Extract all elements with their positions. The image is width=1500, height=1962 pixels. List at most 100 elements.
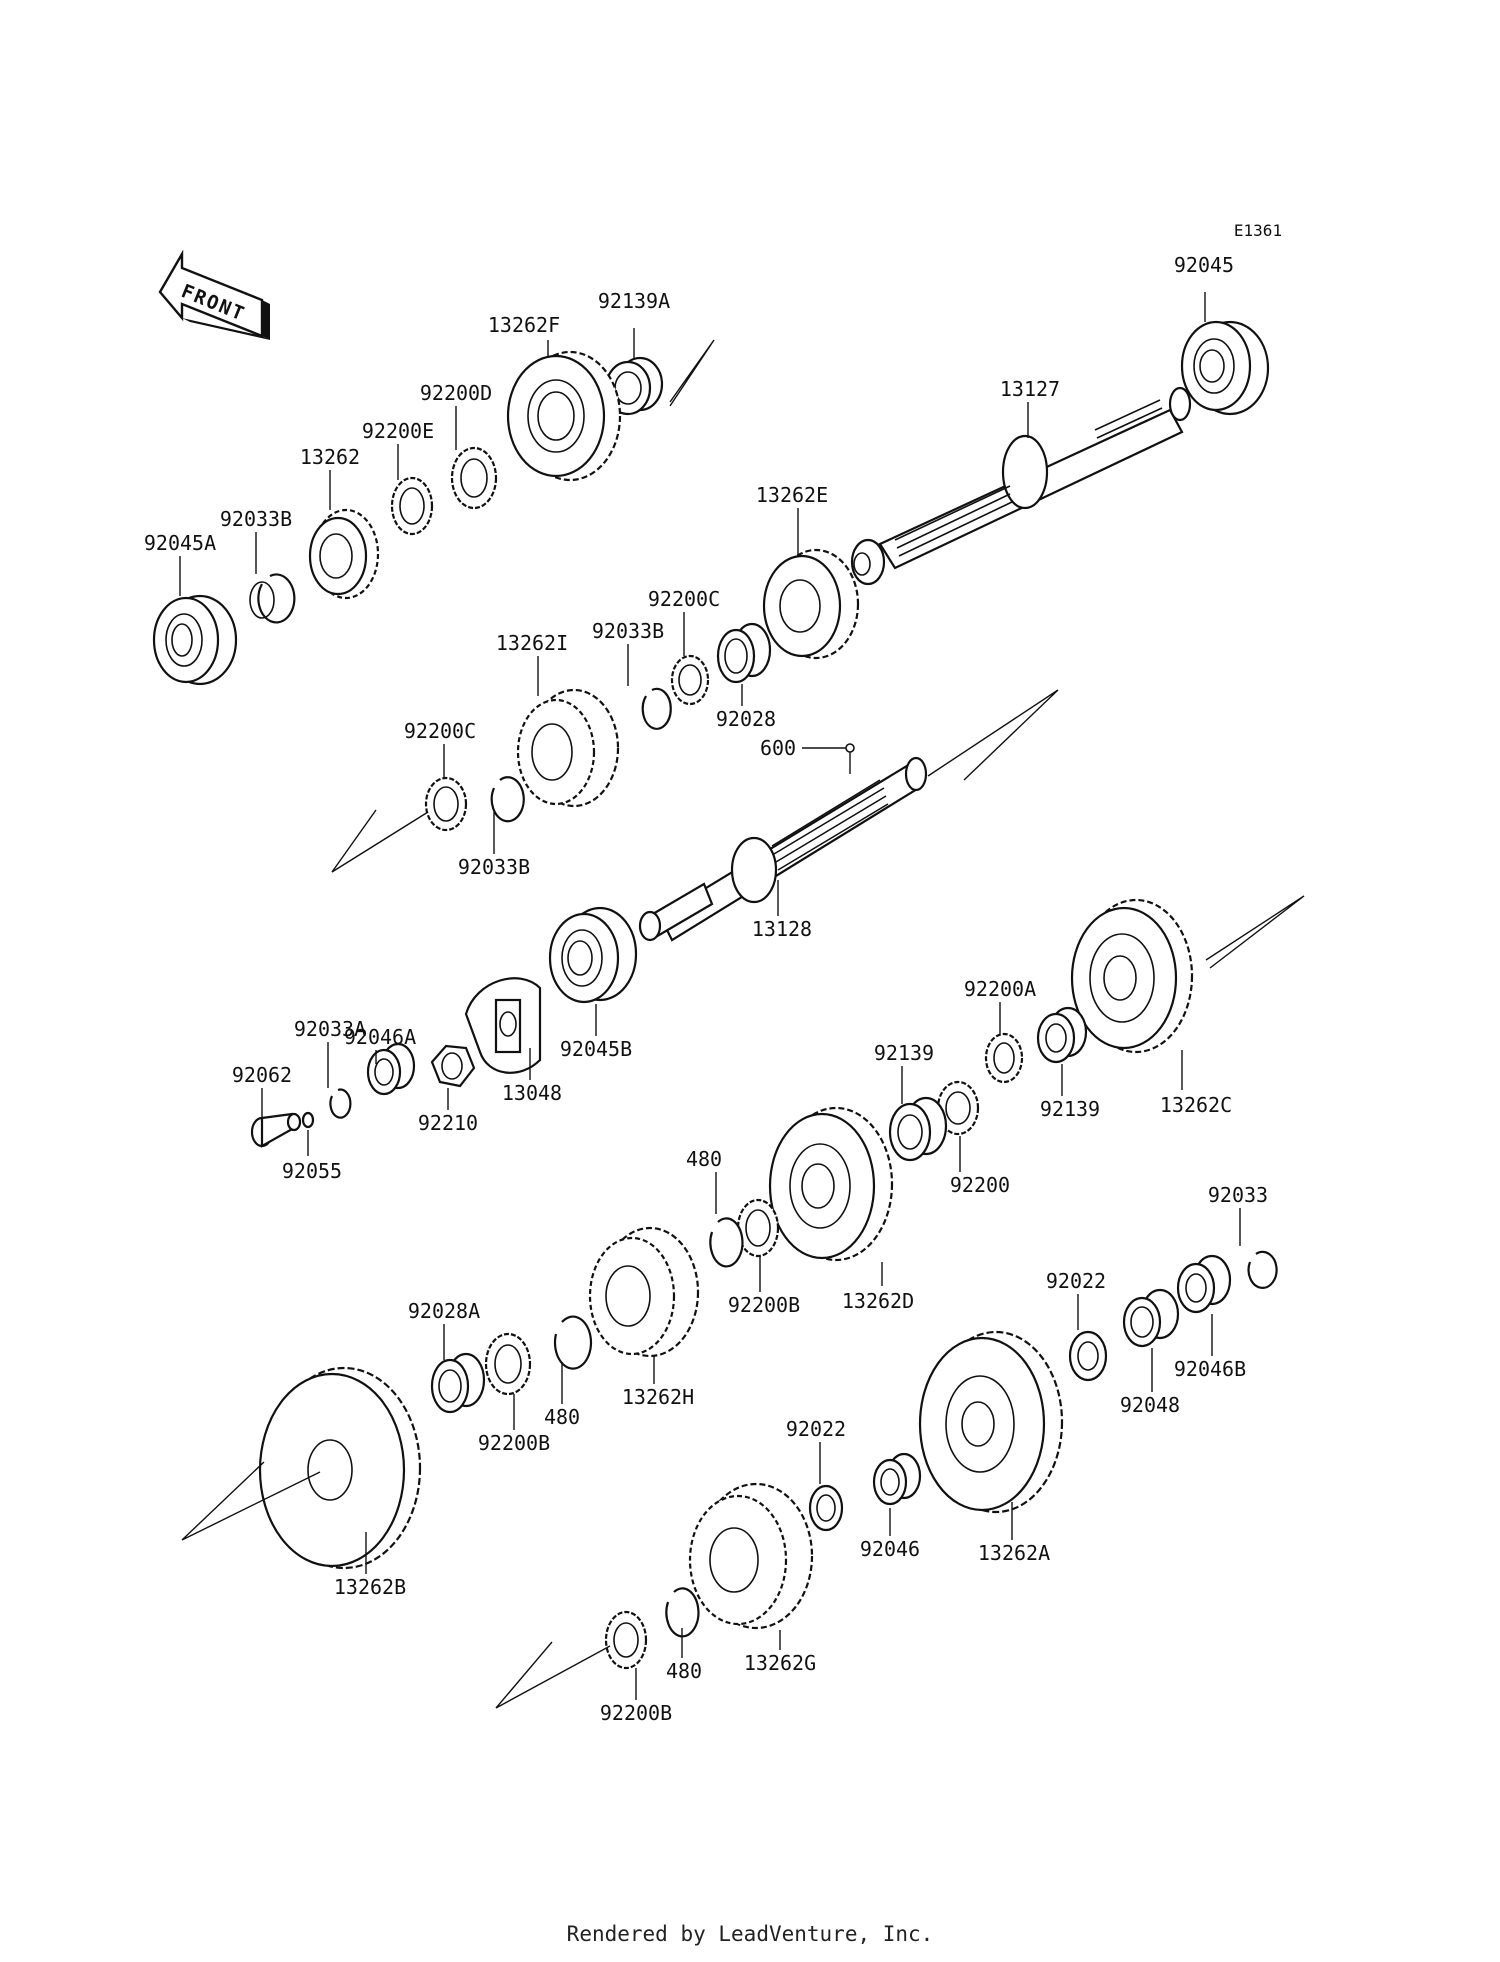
axis-marker-left — [331, 809, 429, 873]
gear-13262E — [762, 548, 860, 660]
label-92045A[interactable]: 92045A — [144, 531, 216, 555]
axis-marker-mid — [927, 689, 1059, 781]
label-92200C-mid[interactable]: 92200C — [648, 587, 720, 611]
label-480-mid[interactable]: 480 — [544, 1405, 580, 1429]
label-92033B-top[interactable]: 92033B — [220, 507, 292, 531]
label-13262A[interactable]: 13262A — [978, 1541, 1050, 1565]
reference-600 — [802, 743, 855, 774]
needle-bearing-92046B — [1176, 1254, 1232, 1314]
needle-bearing-92139-left — [888, 1096, 948, 1162]
label-92200B-top[interactable]: 92200B — [728, 1293, 800, 1317]
washer-92200D — [450, 446, 498, 510]
gear-13262B — [258, 1366, 422, 1570]
label-92028A[interactable]: 92028A — [408, 1299, 480, 1323]
label-92033B-mid[interactable]: 92033B — [592, 619, 664, 643]
label-92028[interactable]: 92028 — [716, 707, 776, 731]
bearing-92045 — [1180, 320, 1270, 416]
label-92139-left[interactable]: 92139 — [874, 1041, 934, 1065]
label-92033B-low[interactable]: 92033B — [458, 855, 530, 879]
label-92046B[interactable]: 92046B — [1174, 1357, 1246, 1381]
label-92062[interactable]: 92062 — [232, 1063, 292, 1087]
gear-13262D — [768, 1106, 894, 1262]
gear-13262F — [506, 350, 622, 482]
circlip-92033A — [329, 1088, 352, 1119]
label-13262G[interactable]: 13262G — [744, 1651, 816, 1675]
washer-92200B-top — [736, 1198, 780, 1258]
o-ring-92055 — [301, 1111, 315, 1129]
footer-credit: Rendered by LeadVenture, Inc. — [566, 1922, 934, 1946]
label-92046[interactable]: 92046 — [860, 1537, 920, 1561]
bearing-92045B — [548, 906, 638, 1004]
gear-13262C — [1070, 898, 1194, 1054]
label-13048[interactable]: 13048 — [502, 1081, 562, 1105]
label-600[interactable]: 600 — [760, 736, 796, 760]
label-92200[interactable]: 92200 — [950, 1173, 1010, 1197]
needle-bearing-92046A — [366, 1042, 416, 1096]
needle-bearing-92046 — [872, 1452, 922, 1506]
axis-marker-bottom — [495, 1641, 611, 1709]
bushing-92028A — [430, 1352, 486, 1414]
label-92055[interactable]: 92055 — [282, 1159, 342, 1183]
bushing-92048 — [1122, 1288, 1180, 1348]
label-92022-low[interactable]: 92022 — [786, 1417, 846, 1441]
label-13262F[interactable]: 13262F — [488, 313, 560, 337]
shaft-13128 — [638, 756, 928, 942]
washer-92022-right — [1068, 1330, 1108, 1382]
bushing-92028 — [716, 622, 772, 684]
label-92200E[interactable]: 92200E — [362, 419, 434, 443]
axis-marker-lower-left — [181, 1461, 321, 1541]
axis-marker-right — [1205, 895, 1305, 969]
gear-13262A — [918, 1330, 1064, 1514]
washer-92200B-low — [604, 1610, 648, 1670]
needle-bearing-92139-right — [1036, 1006, 1088, 1064]
label-92210[interactable]: 92210 — [418, 1111, 478, 1135]
label-13262E[interactable]: 13262E — [756, 483, 828, 507]
label-13128[interactable]: 13128 — [752, 917, 812, 941]
gear-13262G — [688, 1482, 814, 1630]
label-92046A[interactable]: 92046A — [344, 1025, 416, 1049]
washer-92200B-mid — [484, 1332, 532, 1396]
circlip-92033B-mid — [641, 687, 672, 730]
label-480-top[interactable]: 480 — [686, 1147, 722, 1171]
label-92200A[interactable]: 92200A — [964, 977, 1036, 1001]
washer-92200E — [390, 476, 434, 536]
washer-92200C-low — [424, 776, 468, 832]
washer-92200A — [984, 1032, 1024, 1084]
label-92200D[interactable]: 92200D — [420, 381, 492, 405]
axis-marker-top — [669, 339, 715, 407]
label-92045B[interactable]: 92045B — [560, 1037, 632, 1061]
label-92048[interactable]: 92048 — [1120, 1393, 1180, 1417]
diagram-code: E1361 — [1234, 221, 1282, 240]
gear-13262I — [516, 688, 620, 808]
circlip-480-mid — [553, 1315, 593, 1370]
label-13262B[interactable]: 13262B — [334, 1575, 406, 1599]
label-13127[interactable]: 13127 — [1000, 377, 1060, 401]
front-arrow-icon: FRONT — [158, 249, 270, 340]
part-labels: 92045 13127 92139A 13262F 92200D 92200E … — [144, 253, 1268, 1725]
washer-92200C-mid — [670, 654, 710, 706]
gear-13262 — [308, 508, 380, 600]
label-92033[interactable]: 92033 — [1208, 1183, 1268, 1207]
label-480-low[interactable]: 480 — [666, 1659, 702, 1683]
label-92139A[interactable]: 92139A — [598, 289, 670, 313]
gear-13262H — [588, 1226, 700, 1358]
label-92139-right[interactable]: 92139 — [1040, 1097, 1100, 1121]
label-13262H[interactable]: 13262H — [622, 1385, 694, 1409]
label-92200B-low[interactable]: 92200B — [600, 1701, 672, 1725]
bearing-92045A — [152, 594, 238, 686]
label-13262D[interactable]: 13262D — [842, 1289, 914, 1313]
label-92045[interactable]: 92045 — [1174, 253, 1234, 277]
circlip-92033B-top — [249, 573, 296, 624]
label-92022-right[interactable]: 92022 — [1046, 1269, 1106, 1293]
washer-92022-low — [808, 1484, 844, 1532]
circlip-92033 — [1247, 1250, 1278, 1289]
label-92200C-low[interactable]: 92200C — [404, 719, 476, 743]
label-13262C[interactable]: 13262C — [1160, 1093, 1232, 1117]
label-13262I[interactable]: 13262I — [496, 631, 568, 655]
label-92200B-mid[interactable]: 92200B — [478, 1431, 550, 1455]
circlip-480-top — [709, 1217, 744, 1268]
label-92033A[interactable]: 92033A — [294, 1017, 366, 1041]
label-13262[interactable]: 13262 — [300, 445, 360, 469]
holder-13048 — [464, 977, 542, 1074]
